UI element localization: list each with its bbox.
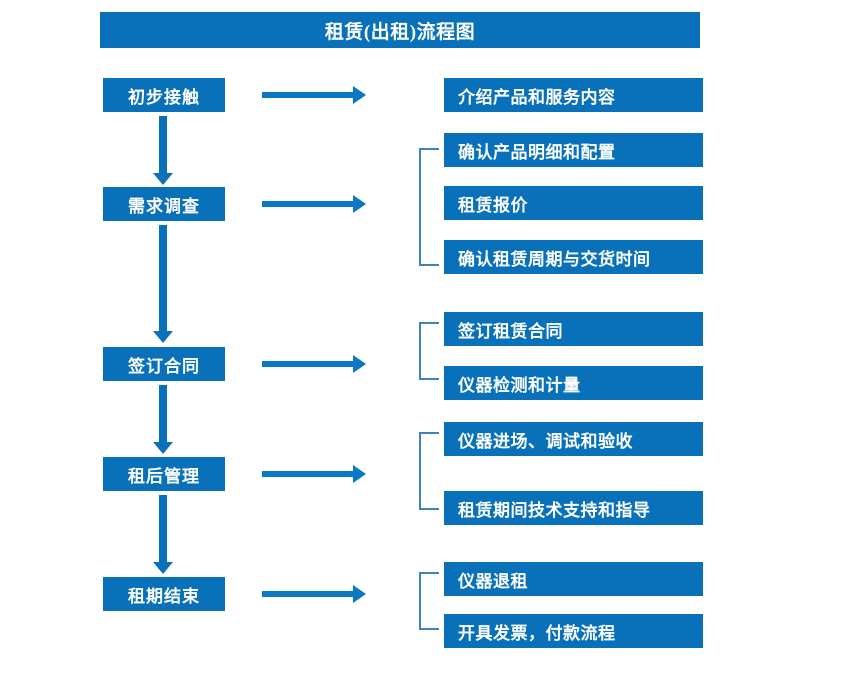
stage-box-1[interactable]: 初步接触	[103, 78, 225, 112]
detail-arrow-right-4	[262, 465, 366, 483]
detail-box-3[interactable]: 租赁报价	[444, 186, 703, 220]
chart-title: 租赁(出租)流程图	[100, 12, 700, 48]
stage-box-3[interactable]: 签订合同	[103, 347, 225, 381]
detail-box-10[interactable]: 开具发票，付款流程	[444, 614, 703, 648]
detail-box-7[interactable]: 仪器进场、调试和验收	[444, 422, 703, 456]
detail-arrow-right-3	[262, 355, 366, 373]
flow-arrow-down-1	[153, 116, 173, 185]
detail-arrow-right-1	[262, 86, 366, 104]
group-bracket-5	[419, 572, 439, 630]
stage-box-4[interactable]: 租后管理	[103, 457, 225, 491]
stage-box-2[interactable]: 需求调查	[103, 187, 225, 221]
detail-box-1[interactable]: 介绍产品和服务内容	[444, 78, 703, 112]
detail-arrow-right-5	[262, 585, 366, 603]
group-bracket-4	[419, 432, 439, 510]
group-bracket-2	[419, 148, 439, 266]
detail-box-9[interactable]: 仪器退租	[444, 562, 703, 596]
detail-box-2[interactable]: 确认产品明细和配置	[444, 133, 703, 167]
detail-arrow-right-2	[262, 195, 366, 213]
detail-box-6[interactable]: 仪器检测和计量	[444, 366, 703, 400]
flow-arrow-down-2	[153, 225, 173, 343]
group-bracket-3	[419, 322, 439, 380]
flow-arrow-down-3	[153, 385, 173, 454]
detail-box-5[interactable]: 签订租赁合同	[444, 312, 703, 346]
detail-box-4[interactable]: 确认租赁周期与交货时间	[444, 240, 703, 274]
detail-box-8[interactable]: 租赁期间技术支持和指导	[444, 491, 703, 525]
flow-arrow-down-4	[153, 495, 173, 574]
stage-box-5[interactable]: 租期结束	[103, 577, 225, 611]
